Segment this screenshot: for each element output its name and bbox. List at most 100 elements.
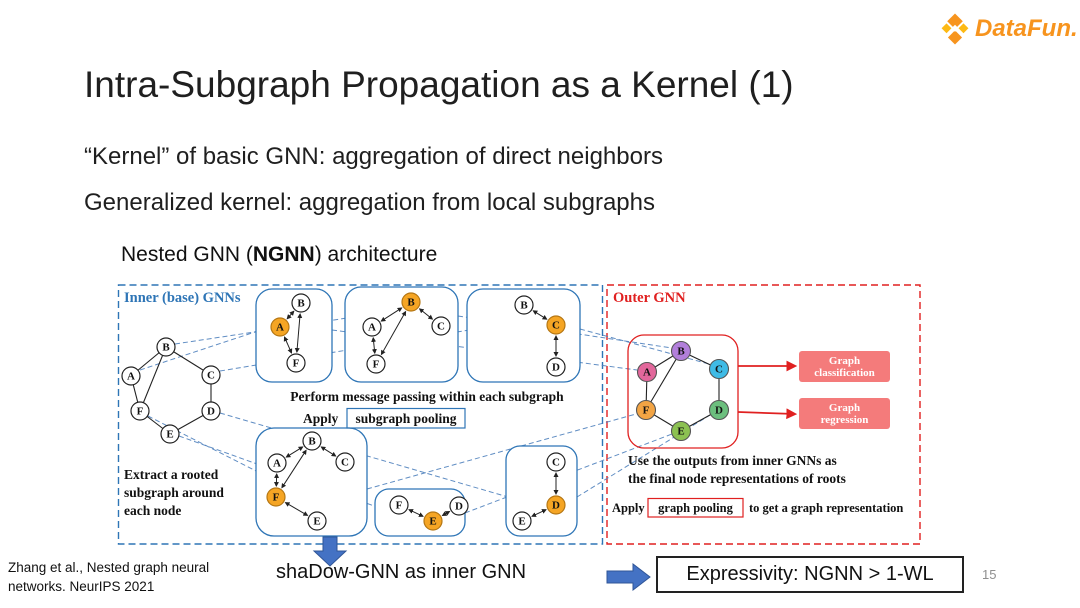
graph-node: C [201, 365, 221, 385]
page-number: 15 [982, 567, 997, 582]
svg-text:the final node representations: the final node representations of roots [628, 471, 846, 486]
svg-text:E: E [166, 429, 173, 441]
svg-text:C: C [207, 370, 215, 382]
graph-node-root: A [270, 317, 290, 337]
graph-node: F [389, 495, 409, 515]
citation-line2: networks. NeurIPS 2021 [8, 578, 155, 594]
graph-node: B [302, 431, 322, 451]
graph-node: B [156, 337, 176, 357]
graph-node-root: C [546, 315, 566, 335]
subgraph-root-c: B C D [466, 288, 581, 383]
graph-node-colored: D [708, 399, 730, 421]
graph-node: A [267, 453, 287, 473]
svg-text:B: B [297, 298, 305, 310]
graph-node-root: E [423, 511, 443, 531]
outer-gnn-label: Outer GNN [613, 290, 686, 306]
svg-text:E: E [429, 516, 436, 528]
svg-text:D: D [715, 405, 723, 417]
graph-node: F [366, 354, 386, 374]
svg-text:F: F [396, 500, 403, 512]
datafun-logo: DataFun. [938, 12, 1078, 46]
message-passing-caption: Perform message passing within each subg… [290, 389, 564, 404]
architecture-caption-bold: NGNN [252, 243, 315, 266]
svg-text:F: F [293, 358, 300, 370]
graph-pooling-label: graph pooling [658, 501, 733, 515]
graph-node: D [546, 357, 566, 377]
outer-graph-edges [645, 350, 720, 432]
right-arrow-icon [606, 562, 651, 592]
down-arrow-icon [312, 536, 348, 567]
inner-gnns-label: Inner (base) GNNs [124, 290, 241, 306]
svg-text:C: C [552, 457, 560, 469]
architecture-caption-pre: Nested GNN ( [121, 243, 253, 266]
graph-node: A [121, 366, 141, 386]
subgraph-root-e: F D E [374, 488, 469, 537]
svg-text:classification: classification [814, 367, 875, 379]
svg-text:Graph: Graph [829, 355, 860, 367]
svg-text:F: F [373, 359, 380, 371]
svg-text:F: F [643, 405, 650, 417]
outer-gnn-box [606, 284, 921, 545]
graph-regression-box: Graph regression [799, 398, 890, 429]
datafun-logo-icon [941, 13, 969, 45]
graph-node: B [514, 295, 534, 315]
svg-text:B: B [407, 297, 415, 309]
svg-text:B: B [308, 436, 316, 448]
graph-node-root: B [401, 292, 421, 312]
inner-gnns-box [117, 284, 604, 545]
subgraph-root-d: C D E [505, 445, 578, 537]
apply2-label: Apply [612, 501, 645, 515]
citation-line1: Zhang et al., Nested graph neural [8, 560, 210, 575]
svg-text:D: D [552, 362, 560, 374]
graph-node: E [307, 511, 327, 531]
svg-text:E: E [518, 516, 525, 528]
bullet-generalized-kernel: Generalized kernel: aggregation from loc… [84, 189, 655, 216]
graph-node: A [362, 317, 382, 337]
datafun-logo-text: DataFun. [975, 15, 1078, 42]
svg-text:A: A [273, 458, 281, 470]
graph-node-colored: C [708, 358, 730, 380]
svg-text:A: A [643, 367, 651, 379]
svg-text:C: C [552, 320, 560, 332]
graph-node: E [160, 424, 180, 444]
graph-pooling-box [647, 497, 744, 518]
svg-text:B: B [677, 346, 685, 358]
shadow-gnn-caption: shaDow-GNN as inner GNN [276, 561, 527, 583]
subgraph-root-b: B A C F [344, 286, 459, 383]
svg-text:F: F [273, 492, 280, 504]
graph-node-colored: A [636, 361, 658, 383]
expressivity-box: Expressivity: NGNN > 1-WL [656, 556, 964, 593]
graph-node-colored: E [670, 420, 692, 442]
graph-node-root: D [546, 495, 566, 515]
graph-node-colored: B [670, 340, 692, 362]
svg-text:D: D [455, 501, 463, 513]
graph-classification-box: Graph classification [799, 351, 890, 382]
bullet-kernel-basic: “Kernel” of basic GNN: aggregation of di… [84, 143, 663, 170]
svg-text:A: A [276, 322, 284, 334]
subgraph-pooling-box [346, 407, 466, 429]
input-graph: B A C F D E [121, 337, 221, 444]
architecture-caption: Nested GNN (NGNN) architecture [121, 243, 437, 267]
subgraph-root-f: B A C F E [255, 427, 368, 537]
svg-text:regression: regression [821, 414, 869, 426]
apply-label: Apply [303, 411, 339, 426]
regression-arrow [737, 408, 798, 420]
svg-text:C: C [715, 364, 723, 376]
svg-text:D: D [552, 500, 560, 512]
svg-text:B: B [162, 342, 170, 354]
graph-node: E [512, 511, 532, 531]
graph-node-root: F [266, 487, 286, 507]
svg-text:C: C [437, 321, 445, 333]
graph-node: B [291, 293, 311, 313]
graph-node: F [130, 401, 150, 421]
extract-caption: Extract a rooted subgraph around each no… [124, 467, 224, 518]
graph-node: D [201, 401, 221, 421]
svg-text:B: B [520, 300, 528, 312]
svg-text:F: F [137, 406, 144, 418]
svg-text:subgraph around: subgraph around [124, 485, 224, 500]
graph-node-colored: F [635, 399, 657, 421]
graph-node: C [546, 452, 566, 472]
outer-graph: B A C F D E [627, 334, 739, 449]
